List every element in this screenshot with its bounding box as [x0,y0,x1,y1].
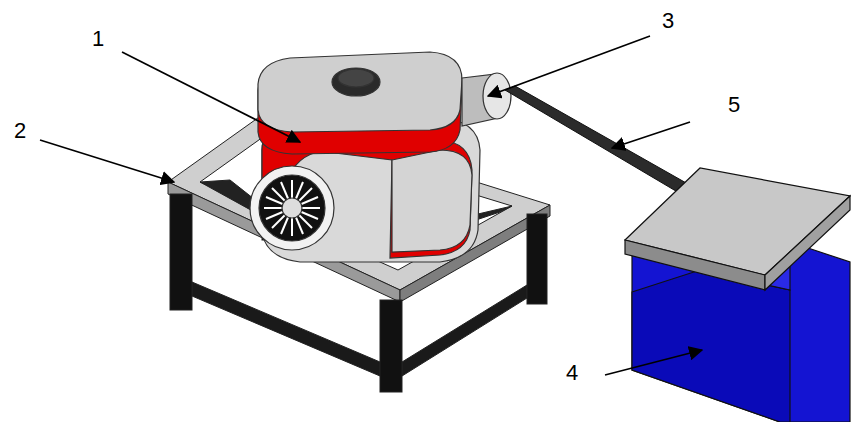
dynamometer [625,168,850,422]
pulley [462,73,511,126]
frame-stand [168,115,550,392]
callout-number: 4 [566,362,578,384]
callout-number: 2 [14,120,26,142]
leader-lines [40,36,702,375]
callout-number: 5 [728,94,740,116]
engine [250,52,480,262]
callout-number: 3 [662,10,674,32]
callout-number: 1 [92,28,104,50]
